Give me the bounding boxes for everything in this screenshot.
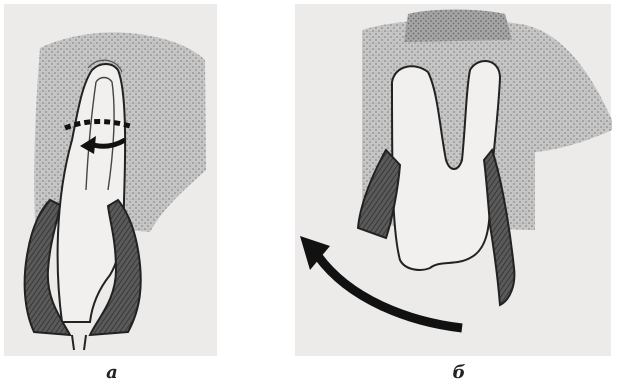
figure-b bbox=[300, 10, 612, 329]
caption-a: а bbox=[92, 362, 132, 383]
figure-a bbox=[25, 32, 206, 350]
caption-b: б bbox=[439, 362, 479, 383]
bone-b-top bbox=[404, 10, 512, 43]
